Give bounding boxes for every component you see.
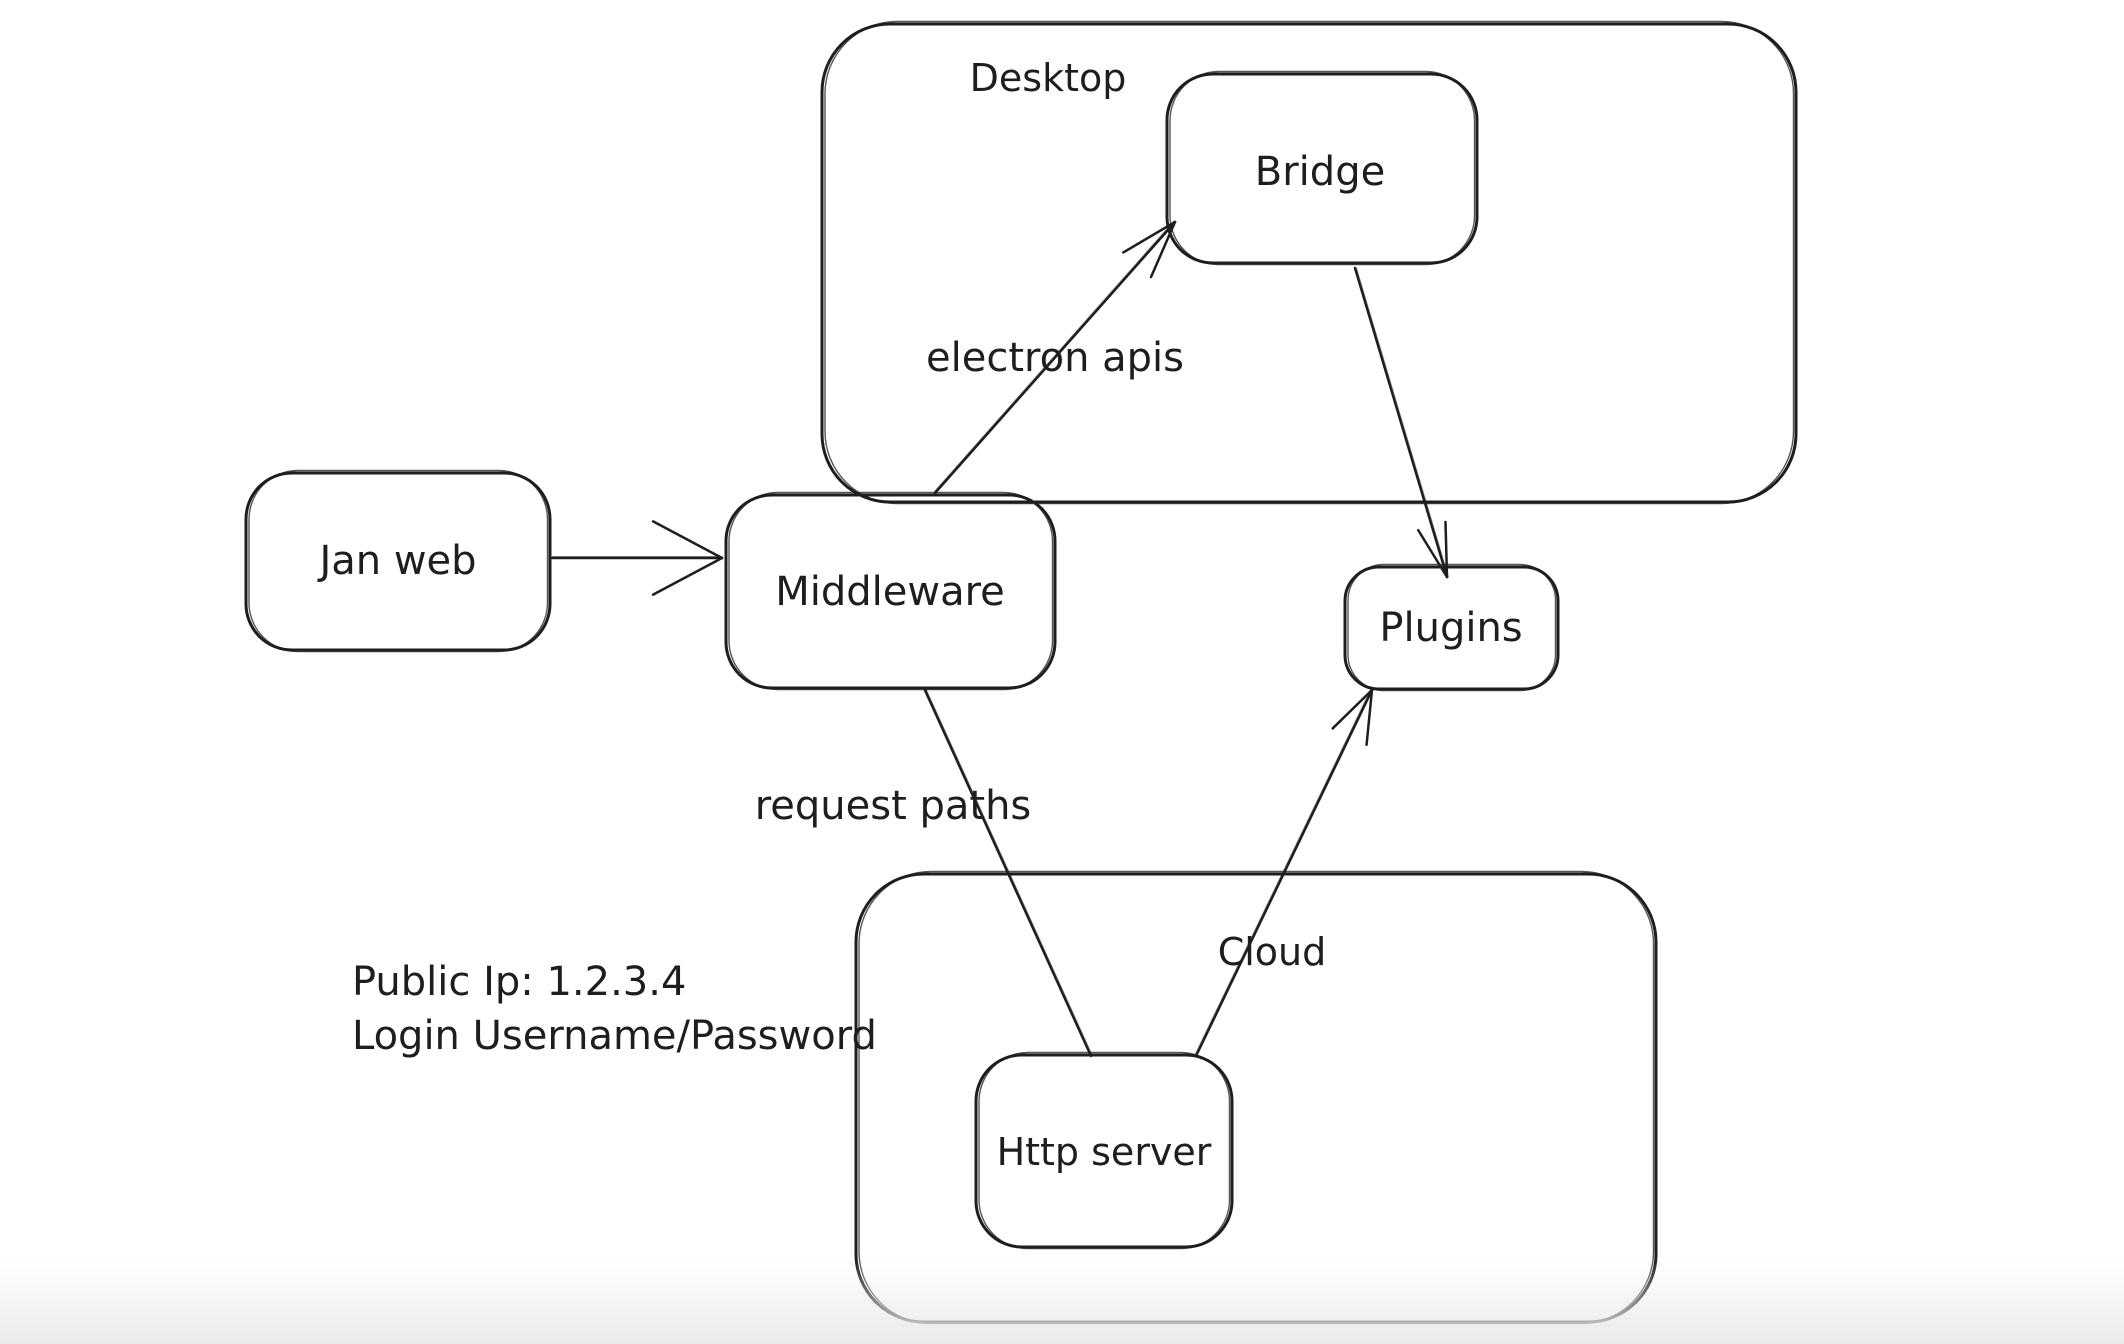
node-middleware-label: Middleware — [775, 569, 1005, 615]
edge-jan-web-to-middleware-arrowhead — [651, 556, 724, 596]
container-desktop-box — [820, 20, 1798, 505]
edge-jan-web-to-middleware — [550, 520, 724, 596]
node-jan-web-label: Jan web — [316, 538, 476, 584]
edge-label-request-paths-label: request paths — [755, 783, 1032, 829]
node-plugins-label: Plugins — [1379, 605, 1522, 651]
edge-label-electron-apis-label: electron apis — [926, 335, 1184, 381]
edge-middleware-to-http-server — [922, 686, 1093, 1058]
node-plugins-box — [1343, 563, 1560, 692]
credentials-note-line-1: Public Ip: 1.2.3.4 — [352, 959, 686, 1005]
credentials-note-line-2: Login Username/Password — [352, 1013, 877, 1059]
edge-http-server-to-plugins-arrowhead — [1365, 688, 1374, 746]
edge-middleware-to-bridge-arrowhead — [1122, 220, 1177, 254]
edge-bridge-to-plugins-arrowhead — [1416, 528, 1449, 579]
edge-bridge-to-plugins-arrowhead — [1444, 520, 1449, 579]
edge-jan-web-to-middleware-arrowhead — [651, 520, 724, 560]
node-http-server-box — [974, 1051, 1234, 1250]
node-http-server-label: Http server — [997, 1130, 1212, 1174]
edge-http-server-to-plugins — [1194, 688, 1374, 1058]
container-cloud-label: Cloud — [1218, 930, 1327, 974]
edge-bridge-to-plugins — [1353, 266, 1449, 579]
node-bridge-label: Bridge — [1255, 149, 1385, 195]
edge-middleware-to-bridge-arrowhead — [1149, 220, 1177, 279]
node-middleware-box — [724, 491, 1057, 691]
container-desktop-label: Desktop — [970, 56, 1127, 100]
node-bridge-box — [1165, 70, 1479, 266]
edge-middleware-to-bridge — [933, 220, 1177, 495]
node-jan-web-box — [244, 469, 552, 653]
edge-http-server-to-plugins-arrowhead — [1331, 688, 1374, 730]
